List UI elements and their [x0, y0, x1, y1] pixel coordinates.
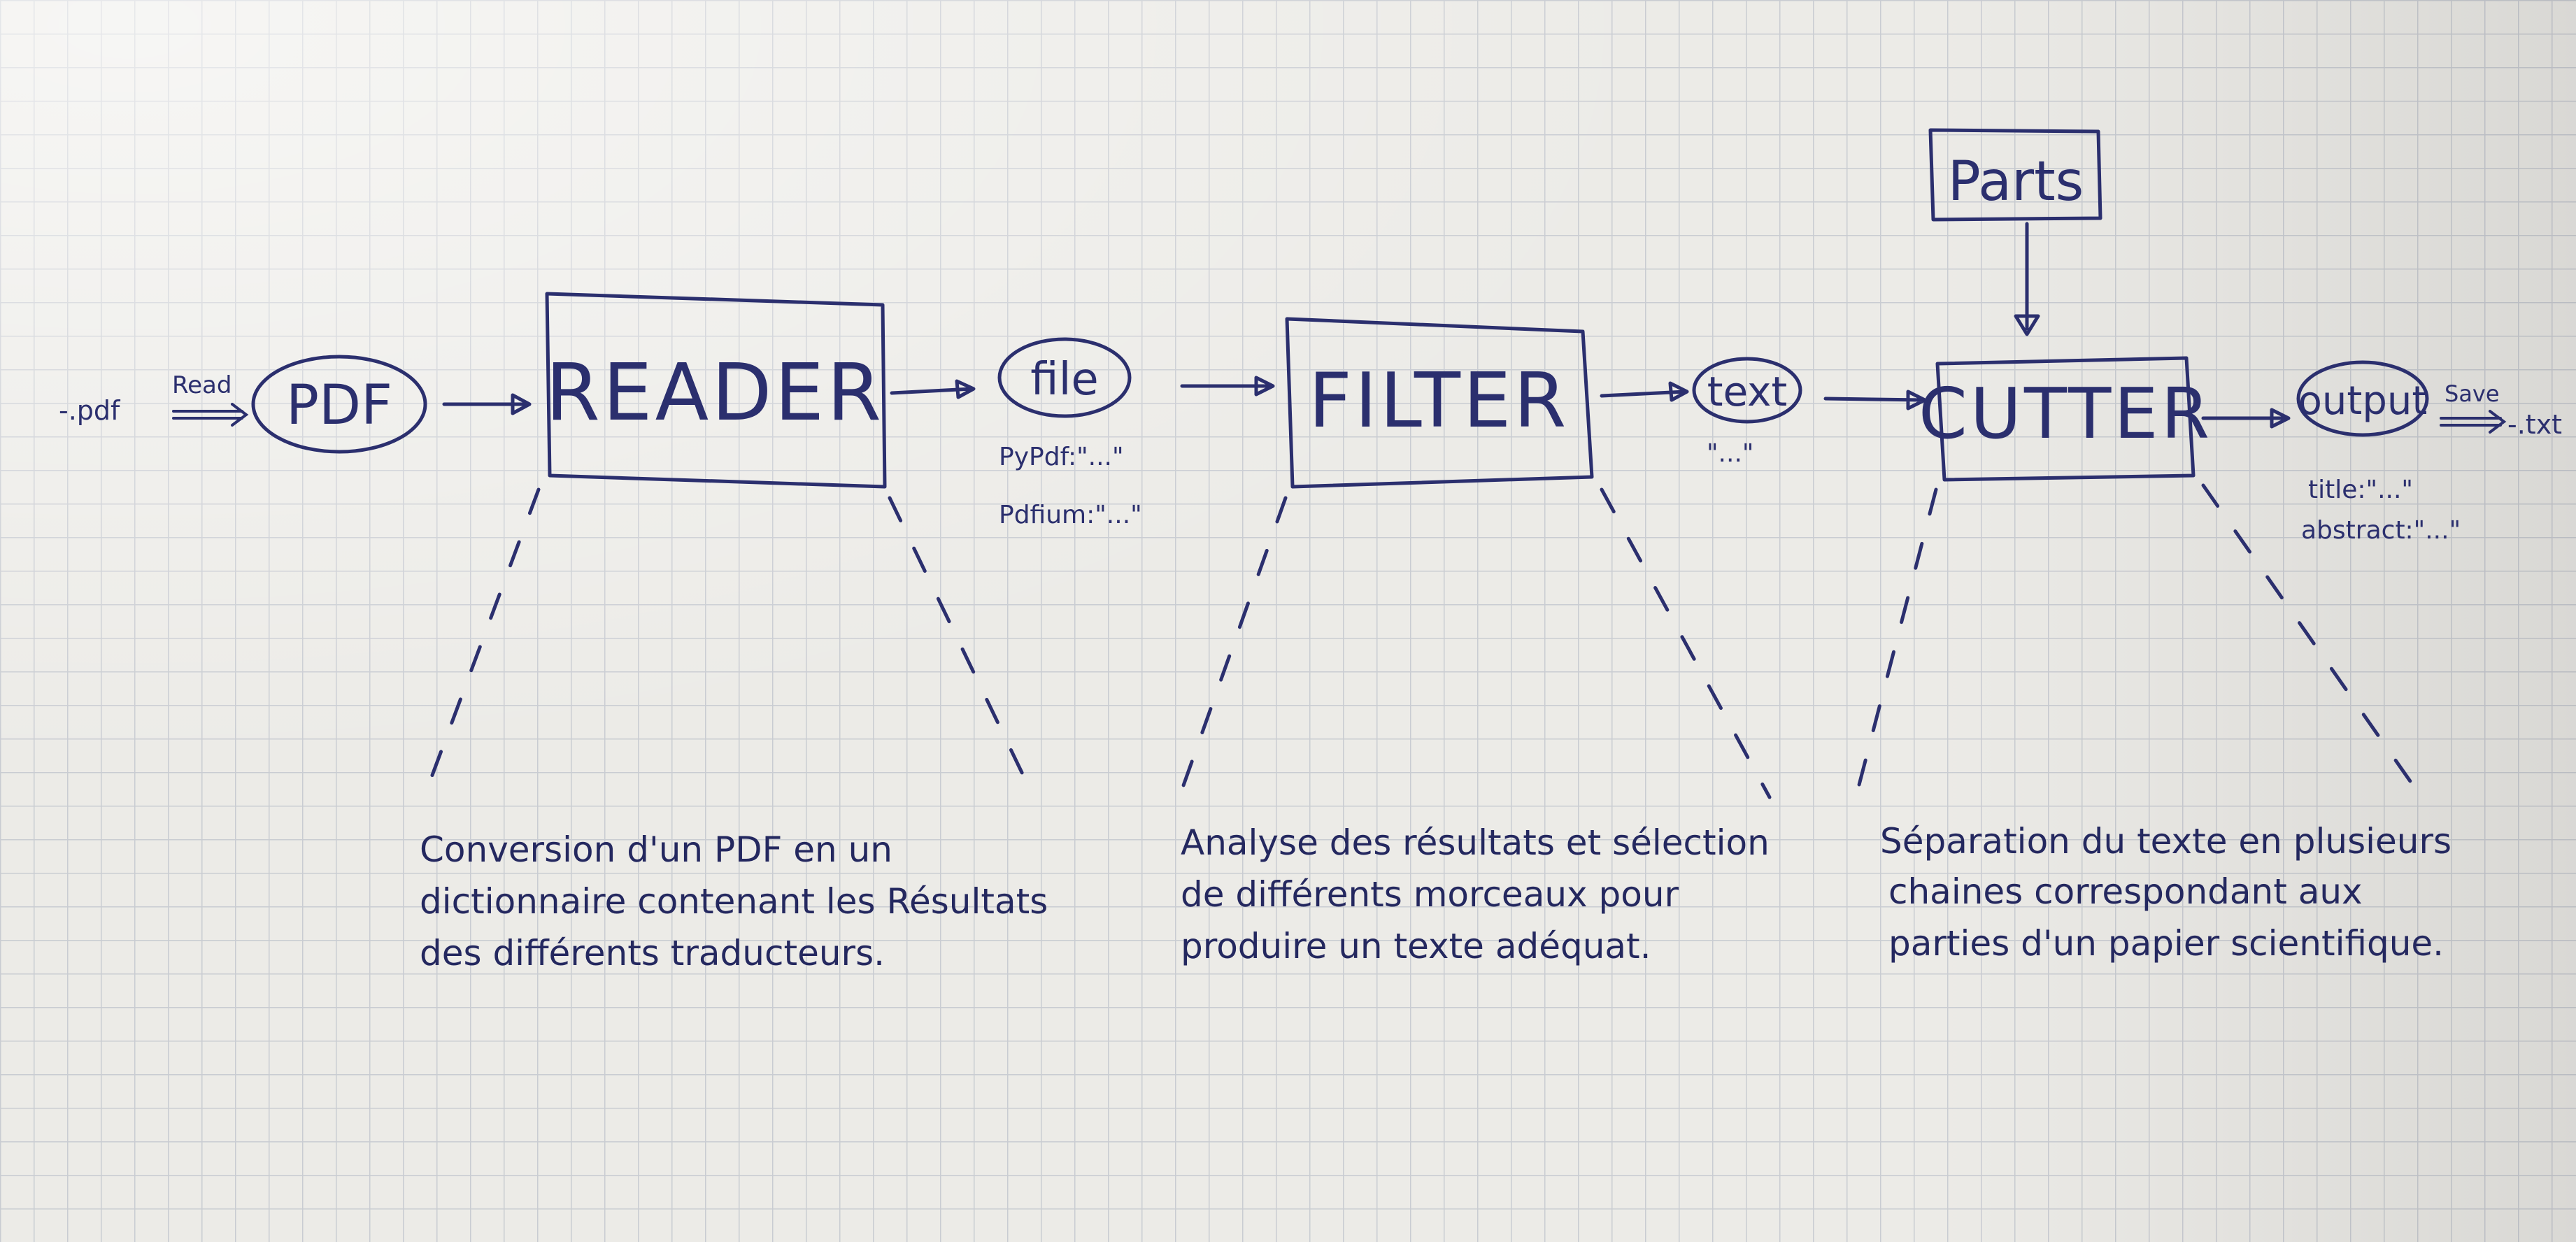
reader-description-line-1: Conversion d'un PDF en un: [420, 829, 892, 870]
file-value-pdfium: Pdfium:"...": [999, 501, 1142, 529]
reader-callout-right: [888, 496, 1036, 799]
arrow-filter-to-text: [1600, 381, 1689, 402]
save-action-label: Save: [2445, 380, 2500, 407]
parts-box: [1928, 128, 2102, 222]
output-value-title: title:"...": [2308, 476, 2413, 504]
cutter-label: CUTTER: [1919, 373, 2212, 455]
text-value: "...": [1707, 439, 1753, 468]
filter-label: FILTER: [1309, 357, 1570, 445]
filter-description-line-3: produire un texte adéquat.: [1181, 926, 1651, 966]
save-arrow: [2440, 410, 2507, 434]
filter-description-line-2: de différents morceaux pour: [1181, 874, 1679, 915]
text-node: [1692, 357, 1802, 424]
file-value-pypdf: PyPdf:"...": [999, 443, 1124, 471]
arrow-cutter-to-output: [2201, 408, 2291, 429]
arrow-pdf-to-reader: [442, 393, 532, 415]
reader-description-line-2: dictionnaire contenant les Résultats: [420, 881, 1048, 922]
cutter-box: [1935, 356, 2196, 482]
file-node: [997, 337, 1132, 418]
arrow-text-to-cutter: [1823, 390, 1927, 411]
file-node-label: file: [1030, 354, 1098, 406]
cutter-description-line-2: chaines correspondant aux: [1888, 871, 2363, 912]
output-extension-label: -.txt: [2507, 409, 2562, 440]
filter-box: [1285, 317, 1594, 489]
output-node-label: output: [2298, 378, 2428, 424]
input-extension-label: -.pdf: [59, 395, 121, 426]
output-node: [2296, 360, 2429, 437]
read-arrow: [172, 403, 249, 427]
cutter-callout-right: [2201, 483, 2424, 799]
pdf-node-label: PDF: [286, 374, 392, 437]
cutter-description-line-1: Séparation du texte en plusieurs: [1880, 821, 2452, 862]
filter-description-line-1: Analyse des résultats et sélection: [1181, 822, 1770, 863]
reader-description-line-3: des différents traducteurs.: [420, 933, 885, 973]
arrow-reader-to-file: [890, 379, 976, 399]
reader-box: [545, 292, 887, 489]
arrow-file-to-filter: [1180, 376, 1275, 397]
cutter-description-line-3: parties d'un papier scientifique.: [1888, 923, 2444, 964]
reader-label: READER: [546, 348, 884, 438]
pdf-node: [251, 355, 427, 454]
filter-callout-right: [1600, 487, 1772, 799]
text-node-label: text: [1707, 368, 1787, 415]
read-action-label: Read: [172, 371, 232, 399]
parts-label: Parts: [1948, 150, 2084, 213]
arrow-parts-to-cutter: [2014, 222, 2040, 336]
output-value-abstract: abstract:"...": [2301, 516, 2461, 545]
